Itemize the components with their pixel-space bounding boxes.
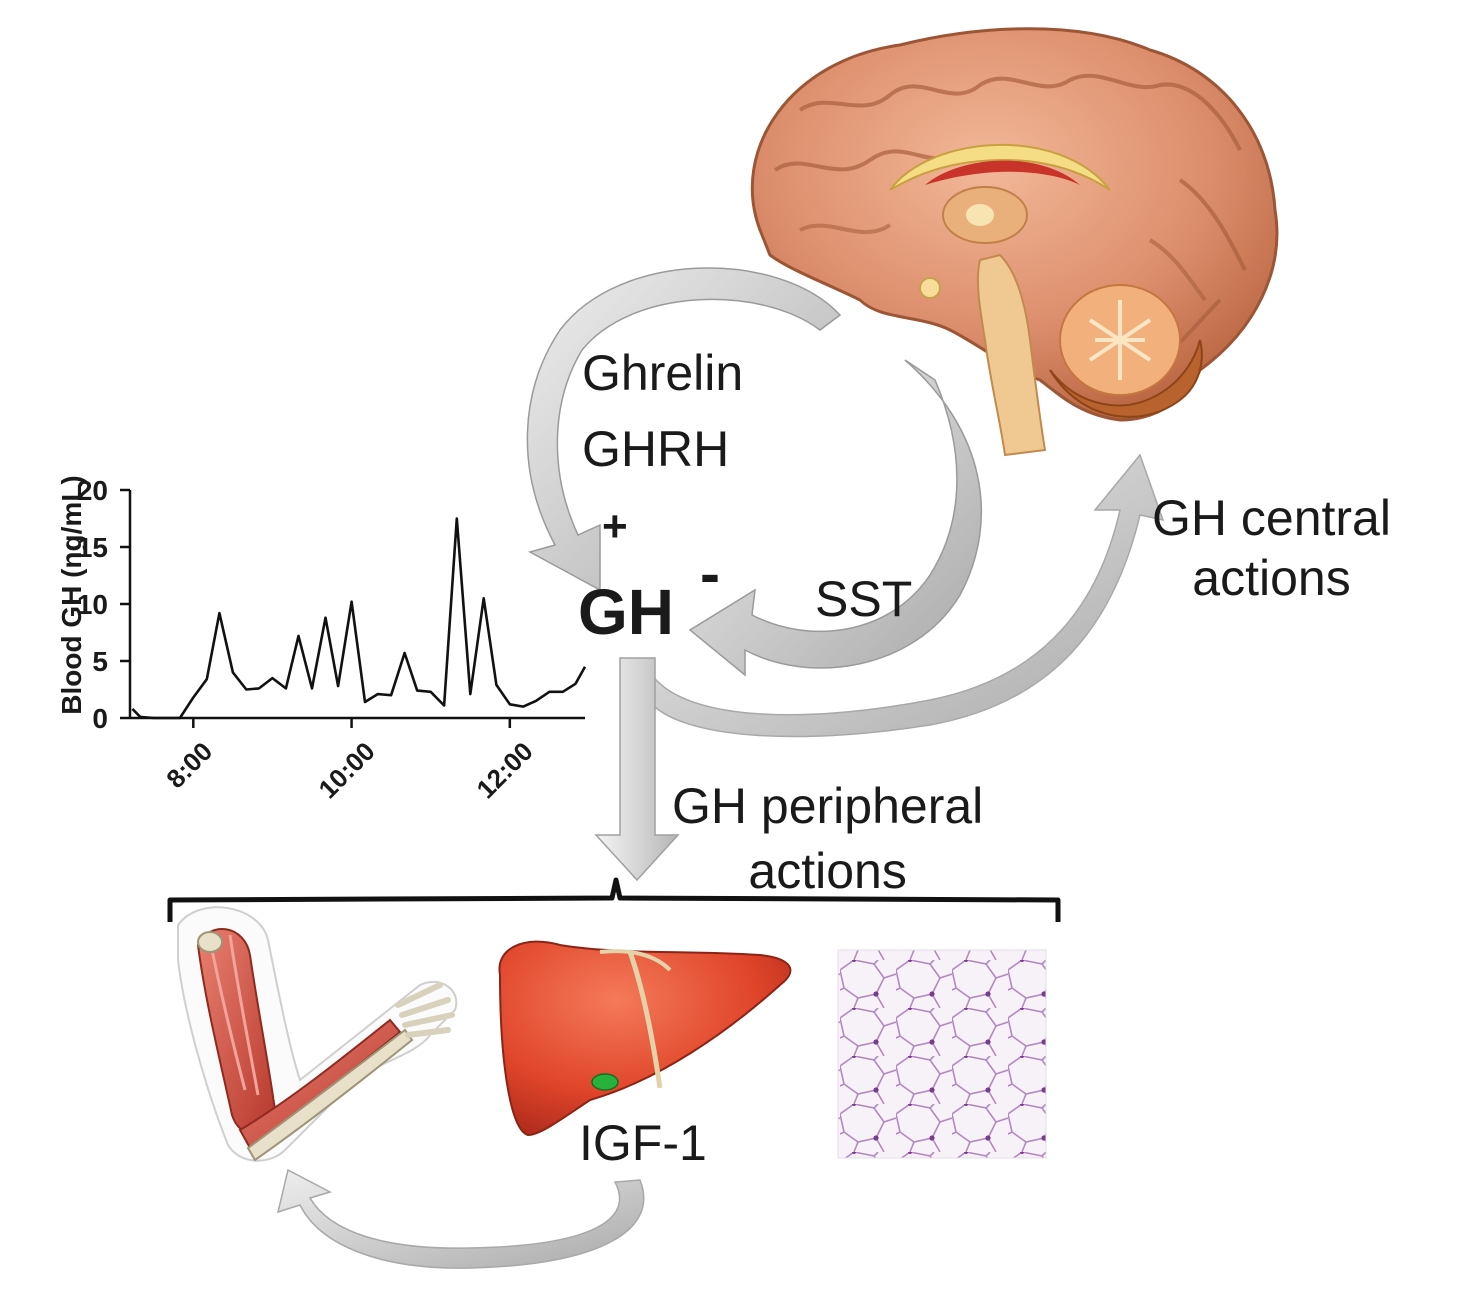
chart-ticks [120,488,512,728]
y-tick-label: 0 [92,703,108,734]
stimulatory-sign: + [602,502,628,551]
y-tick-label: 15 [76,532,108,563]
y-tick-label: 5 [92,646,108,677]
gh-central-line1: GH central [1152,490,1391,546]
tissue-bracket [167,877,1061,922]
stimulatory-arrow [526,267,842,592]
inhibitory-arrow [688,359,983,677]
ghrh-label: GHRH [582,421,730,477]
gh-peripheral-line1: GH peripheral [672,778,984,834]
gh-label: GH [578,576,674,648]
central-actions-arrow [647,453,1165,738]
brain-illustration [750,27,1279,457]
gh-central-line2: actions [1192,550,1351,606]
igf1-feedback-arrow [276,1168,645,1269]
gh-series-line [131,517,587,720]
adipose-tissue-image [837,949,1047,1159]
ghrelin-label: Ghrelin [582,345,744,401]
y-tick-label: 10 [76,589,108,620]
y-tick-label: 20 [76,475,108,506]
gh-peripheral-line2: actions [748,843,907,899]
gh-central-actions-label: GH central actions [1152,488,1391,608]
igf1-label: IGF-1 [579,1115,707,1171]
arm-muscle-illustration [177,906,458,1162]
sst-label: SST [815,571,913,627]
gh-pulse-chart [120,488,587,728]
inhibitory-sign: - [700,540,720,607]
gh-peripheral-actions-label: GH peripheral actions [672,774,983,904]
peripheral-actions-arrow [594,657,680,882]
liver-illustration [498,940,792,1137]
